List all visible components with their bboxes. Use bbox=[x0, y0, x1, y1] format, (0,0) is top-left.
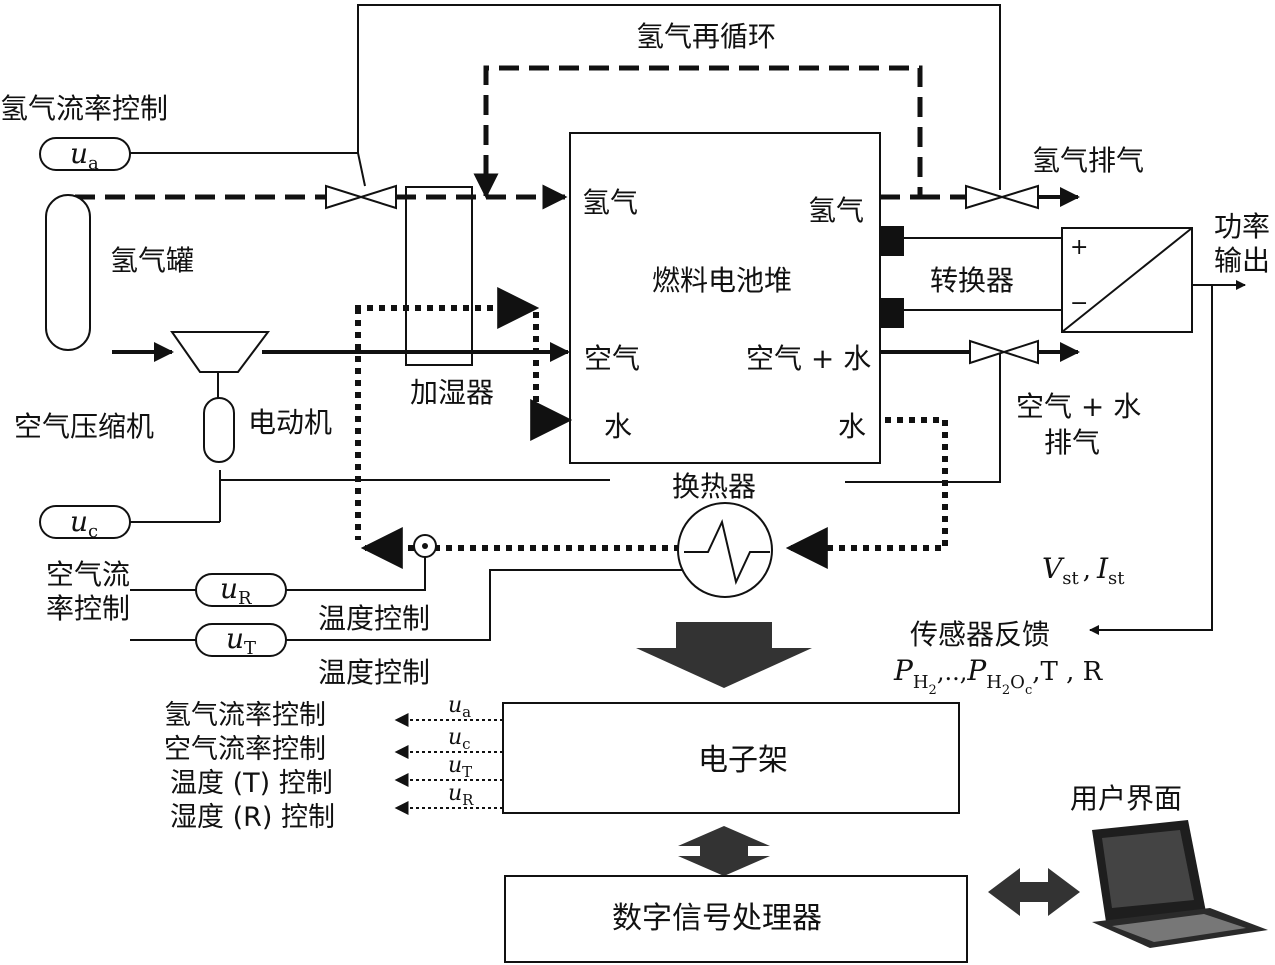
label-dsp: 数字信号处理器 bbox=[612, 901, 822, 936]
label-heat-exchanger: 换热器 bbox=[672, 470, 756, 503]
label-port-h2-in: 氢气 bbox=[582, 186, 638, 219]
label-sensor-feedback: 传感器反馈 bbox=[910, 618, 1050, 651]
label-air-water-exhaust-2: 排气 bbox=[1044, 426, 1100, 459]
ua-input bbox=[39, 137, 131, 171]
terminal-top bbox=[880, 226, 904, 256]
motor bbox=[203, 397, 235, 463]
label-air-water-exhaust-1: 空气 + 水 bbox=[1016, 390, 1141, 423]
label-h2-recirc: 氢气再循环 bbox=[636, 20, 776, 53]
svg-text:uR: uR bbox=[220, 572, 252, 609]
label-vst-ist: Vst,Ist bbox=[1042, 552, 1125, 589]
label-converter-minus: − bbox=[1070, 291, 1088, 316]
label-h2-exhaust: 氢气排气 bbox=[1032, 144, 1144, 177]
svg-text:ua: ua bbox=[448, 693, 471, 721]
terminal-bottom bbox=[880, 298, 904, 328]
uc-input bbox=[39, 505, 131, 539]
signal-symbols: ua uc uR uT ua uc uT uR Vst,Ist PH2,..,P… bbox=[70, 137, 1125, 809]
humidifier-box bbox=[405, 186, 473, 366]
valve-h2-inlet bbox=[325, 184, 397, 210]
label-converter: 转换器 bbox=[930, 264, 1014, 297]
label-out-h2: 氢气流率控制 bbox=[164, 700, 326, 731]
label-out-temp: 温度 (T) 控制 bbox=[170, 768, 333, 799]
dsp-ui-double-arrow bbox=[988, 868, 1080, 916]
svg-text:uc: uc bbox=[70, 505, 98, 542]
uR-input bbox=[195, 573, 287, 607]
label-temp-ctrl-2: 温度控制 bbox=[318, 656, 430, 689]
svg-text:uc: uc bbox=[448, 725, 471, 753]
converter-box bbox=[1061, 227, 1193, 333]
svg-text:uT: uT bbox=[226, 622, 256, 659]
heat-down-arrow bbox=[636, 622, 812, 688]
label-temp-ctrl-1: 温度控制 bbox=[318, 602, 430, 635]
dsp-box bbox=[504, 875, 968, 963]
label-stack: 燃料电池堆 bbox=[652, 264, 792, 297]
label-electronics-rack: 电子架 bbox=[698, 743, 788, 778]
rack-dsp-double-arrow bbox=[678, 826, 770, 876]
label-air-flow-ctrl-1: 空气流 bbox=[46, 558, 130, 591]
label-power-out-2: 输出 bbox=[1214, 244, 1270, 277]
label-port-water-in: 水 bbox=[604, 410, 632, 443]
label-port-air-water-out: 空气 + 水 bbox=[746, 342, 871, 375]
label-port-water-out: 水 bbox=[838, 410, 866, 443]
label-converter-plus: + bbox=[1070, 235, 1088, 260]
label-h2-tank: 氢气罐 bbox=[110, 244, 194, 277]
label-motor: 电动机 bbox=[248, 406, 332, 439]
label-air-flow-ctrl-2: 率控制 bbox=[46, 592, 130, 625]
labels: 氢气再循环 氢气流率控制 氢气罐 空气压缩机 电动机 空气流 率控制 加湿器 燃… bbox=[0, 20, 1270, 936]
h2-tank bbox=[45, 194, 91, 351]
water-dotted-lines bbox=[355, 287, 948, 569]
label-air-compressor: 空气压缩机 bbox=[14, 410, 154, 443]
label-out-hum: 湿度 (R) 控制 bbox=[170, 802, 335, 833]
label-sensor-values: PH2,..,PH2Oc,T , R bbox=[893, 654, 1104, 698]
label-power-out-1: 功率 bbox=[1214, 210, 1270, 243]
air-compressor bbox=[170, 331, 270, 373]
valve-h2-exhaust bbox=[965, 184, 1039, 210]
svg-text:uT: uT bbox=[448, 753, 472, 781]
svg-text:ua: ua bbox=[70, 137, 99, 174]
label-user-interface: 用户界面 bbox=[1070, 782, 1182, 815]
uT-input bbox=[195, 623, 287, 657]
electronics-rack-box bbox=[502, 702, 960, 814]
laptop-icon bbox=[1092, 820, 1268, 948]
label-port-h2-out: 氢气 bbox=[808, 194, 864, 227]
heat-exchanger bbox=[677, 502, 773, 598]
label-h2-flow-ctrl: 氢气流率控制 bbox=[0, 92, 168, 125]
svg-text:uR: uR bbox=[448, 781, 474, 809]
label-out-air: 空气流率控制 bbox=[164, 734, 326, 765]
label-port-air-in: 空气 bbox=[584, 342, 640, 375]
label-humidifier: 加湿器 bbox=[410, 376, 494, 409]
gas-lines bbox=[112, 187, 1080, 362]
valve-air-exhaust bbox=[969, 339, 1039, 365]
hydrogen-dashed-lines bbox=[75, 65, 966, 210]
